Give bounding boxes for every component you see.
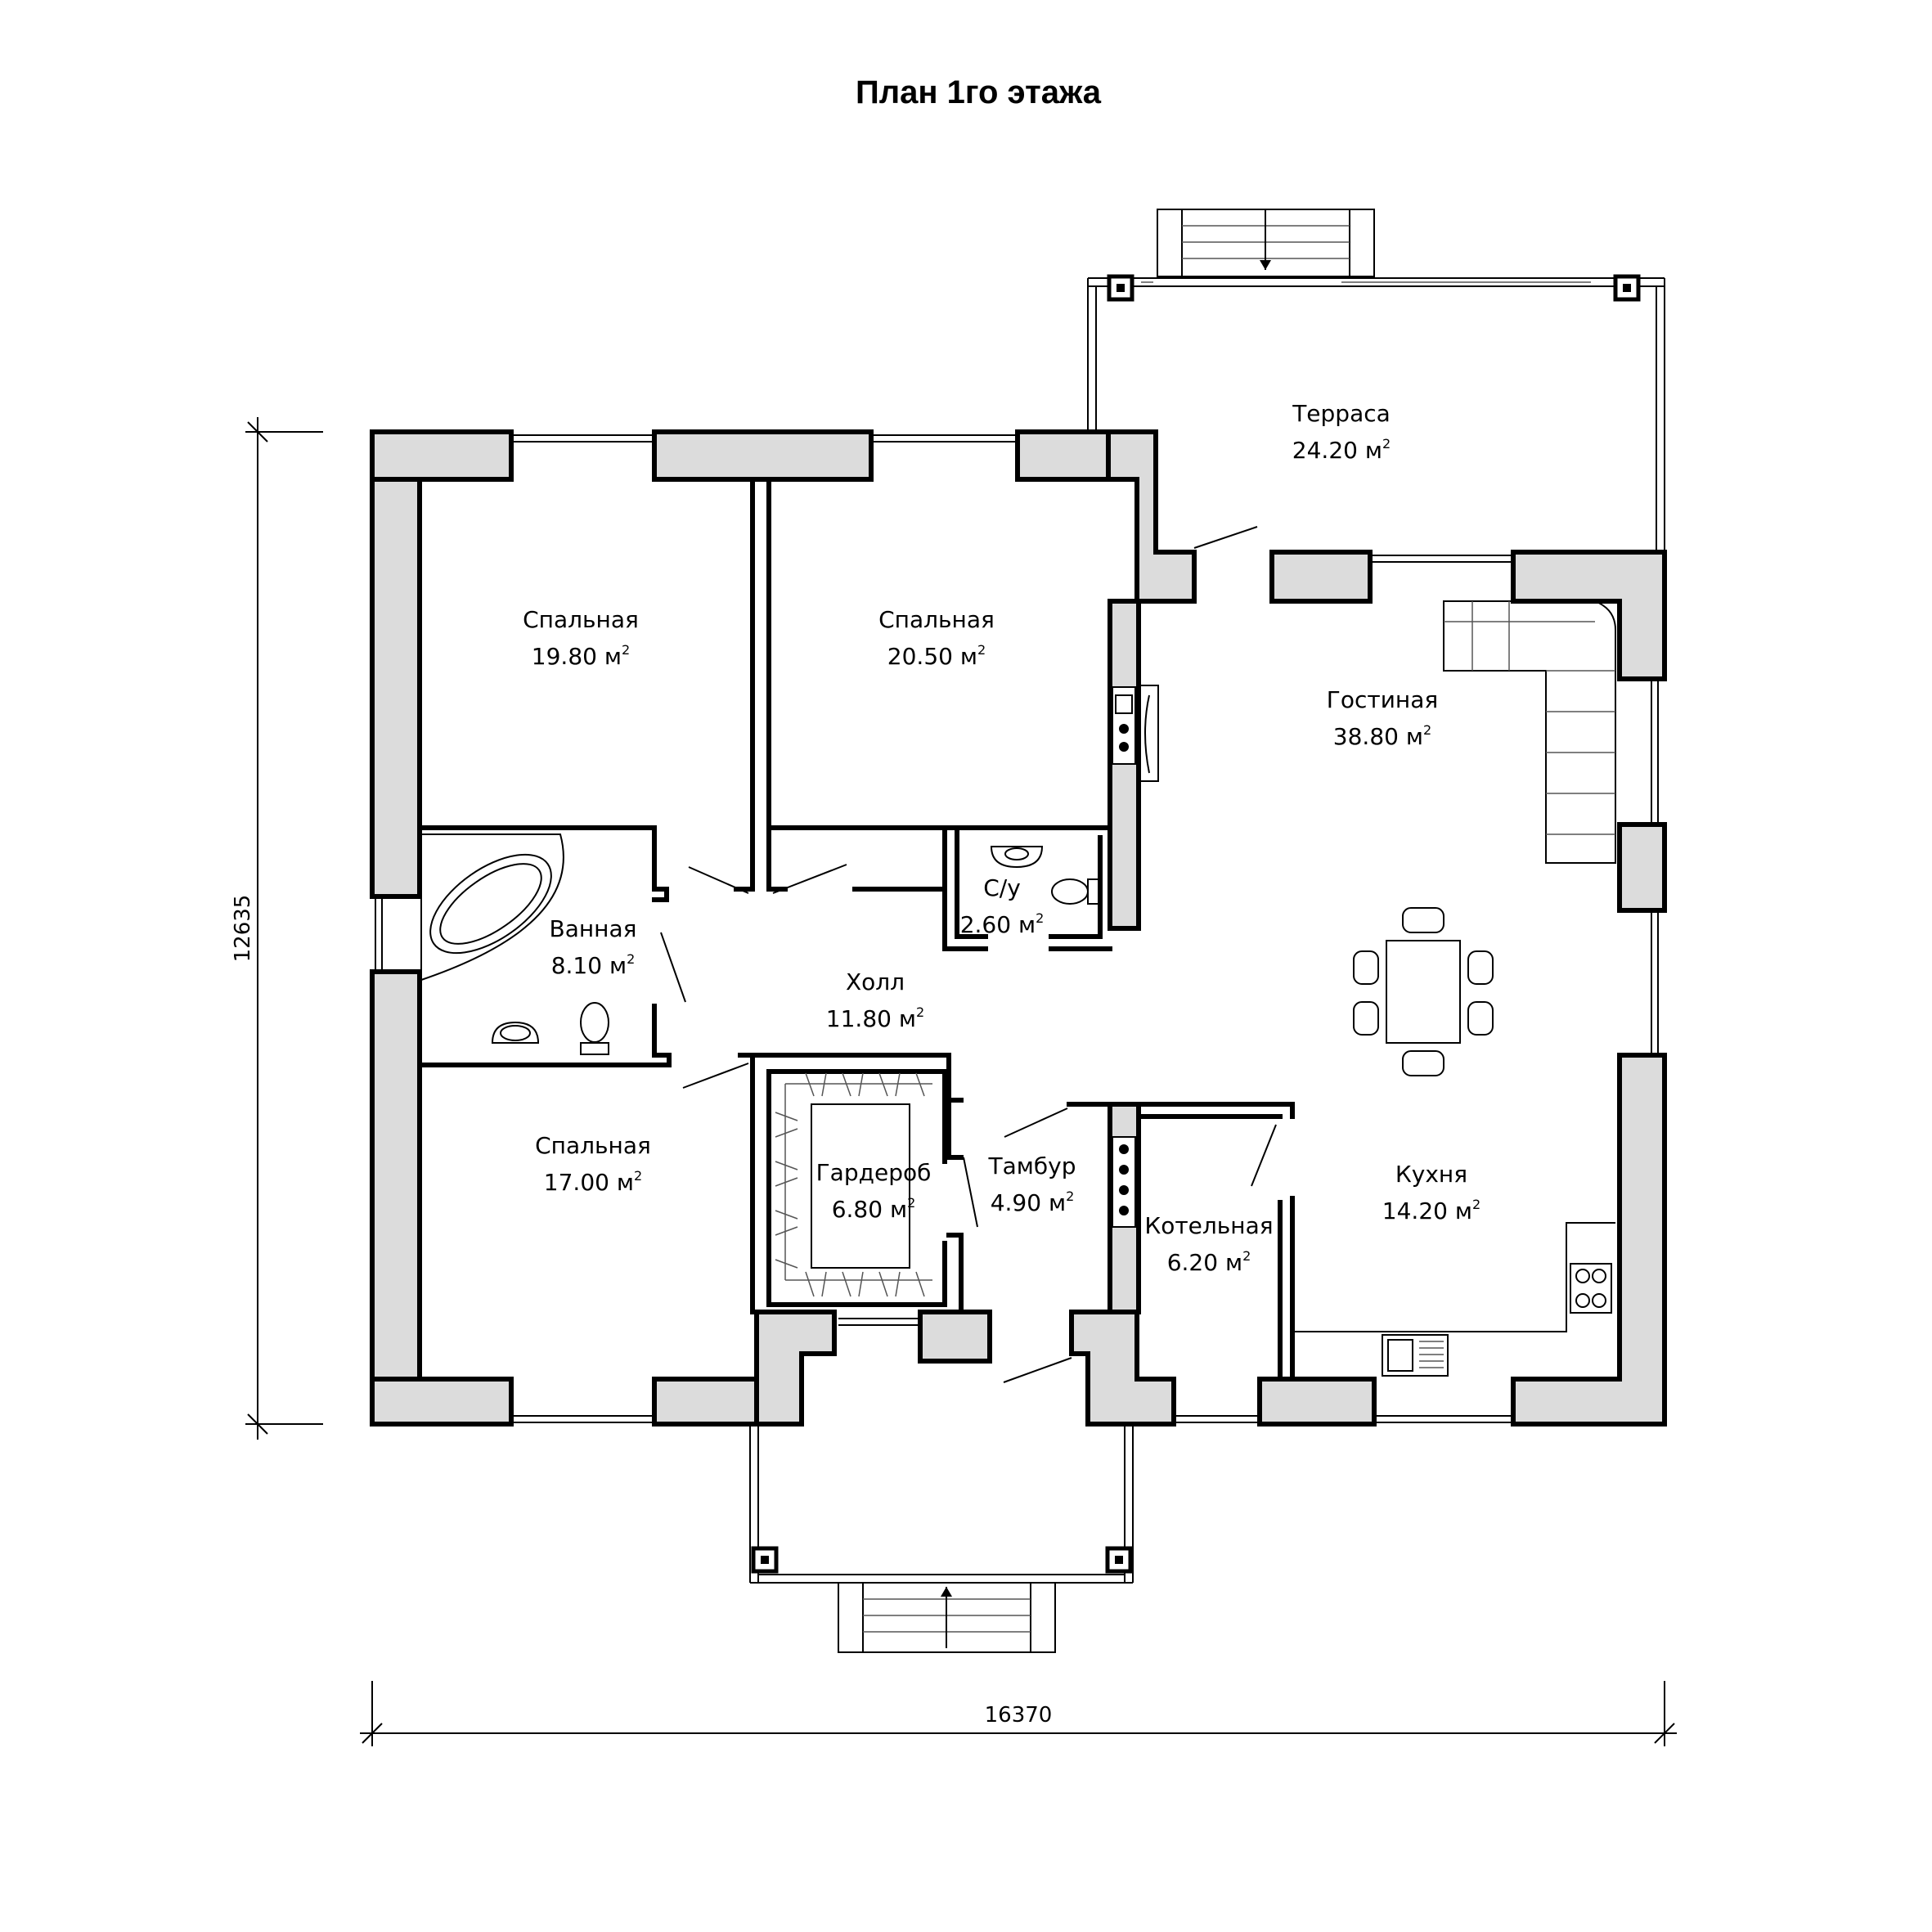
- room-label-boiler-room: Котельная 6.20 м2: [1144, 1212, 1273, 1276]
- room-name: Ванная: [550, 915, 637, 942]
- room-name: Терраса: [1292, 400, 1391, 427]
- sofa-icon: [1443, 600, 1616, 864]
- room-labels: Терраса 24.20 м2 Спальная 19.80 м2 Спаль…: [523, 400, 1480, 1276]
- room-area: 19.80 м2: [532, 642, 630, 670]
- room-area: 6.80 м2: [832, 1195, 916, 1223]
- porch: [749, 1427, 1134, 1653]
- room-area: 24.20 м2: [1292, 436, 1391, 464]
- toilet-icon: [1051, 878, 1100, 905]
- toilet-icon: [580, 1002, 609, 1055]
- room-name: Гардероб: [816, 1159, 932, 1186]
- room-label-wc: С/у 2.60 м2: [960, 874, 1045, 938]
- room-area: 14.20 м2: [1382, 1197, 1480, 1224]
- room-area: 4.90 м2: [991, 1188, 1075, 1216]
- room-area: 20.50 м2: [887, 642, 986, 670]
- sink-icon: [990, 846, 1044, 869]
- room-area: 38.80 м2: [1333, 722, 1431, 750]
- fixtures: [420, 600, 1616, 1377]
- room-name: Спальная: [878, 606, 995, 633]
- room-label-wardrobe: Гардероб 6.80 м2: [816, 1159, 932, 1223]
- height-dimension-label: 12635: [231, 895, 255, 963]
- room-label-vestibule: Тамбур 4.90 м2: [988, 1152, 1076, 1216]
- room-label-bedroom-3: Спальная 17.00 м2: [535, 1132, 651, 1196]
- terrace-post-icon: [1107, 274, 1134, 302]
- doors: [660, 526, 1277, 1383]
- room-area: 17.00 м2: [544, 1168, 642, 1196]
- porch-post-icon: [751, 1546, 779, 1574]
- kitchen-counter: [1292, 1222, 1615, 1377]
- wardrobe-shelves: [775, 1072, 932, 1297]
- room-label-bedroom-1: Спальная 19.80 м2: [523, 606, 639, 670]
- plan-title: План 1го этажа: [856, 74, 1102, 110]
- room-name: С/у: [983, 874, 1021, 901]
- room-label-terrace: Терраса 24.20 м2: [1292, 400, 1391, 464]
- room-area: 6.20 м2: [1167, 1248, 1251, 1276]
- bathtub-icon: [420, 833, 564, 982]
- room-area: 2.60 м2: [960, 910, 1045, 938]
- room-label-kitchen: Кухня 14.20 м2: [1382, 1161, 1480, 1224]
- room-label-living-room: Гостиная 38.80 м2: [1327, 686, 1438, 750]
- room-name: Холл: [846, 968, 905, 995]
- room-name: Котельная: [1144, 1212, 1273, 1239]
- dining-table-icon: [1353, 907, 1494, 1076]
- terrace-post-icon: [1613, 274, 1641, 302]
- porch-post-icon: [1105, 1546, 1133, 1574]
- terrace: [1087, 209, 1665, 553]
- dimension-lines: 12635 16370: [231, 417, 1677, 1746]
- room-label-bedroom-2: Спальная 20.50 м2: [878, 606, 995, 670]
- room-name: Кухня: [1395, 1161, 1467, 1188]
- room-label-bathroom: Ванная 8.10 м2: [550, 915, 637, 979]
- room-name: Спальная: [535, 1132, 651, 1159]
- room-area: 11.80 м2: [826, 1004, 924, 1032]
- room-label-hall: Холл 11.80 м2: [826, 968, 924, 1032]
- width-dimension-label: 16370: [985, 1703, 1053, 1728]
- stove-icon: [1570, 1263, 1612, 1314]
- kitchen-sink-icon: [1382, 1334, 1449, 1377]
- interior-walls: [417, 477, 1295, 1382]
- room-name: Тамбур: [988, 1152, 1076, 1179]
- room-area: 8.10 м2: [551, 951, 636, 979]
- sink-icon: [491, 1021, 540, 1044]
- room-name: Спальная: [523, 606, 639, 633]
- electrical-panel-icon: [1112, 685, 1159, 782]
- boiler-panel-icon: [1112, 1136, 1136, 1228]
- room-name: Гостиная: [1327, 686, 1438, 713]
